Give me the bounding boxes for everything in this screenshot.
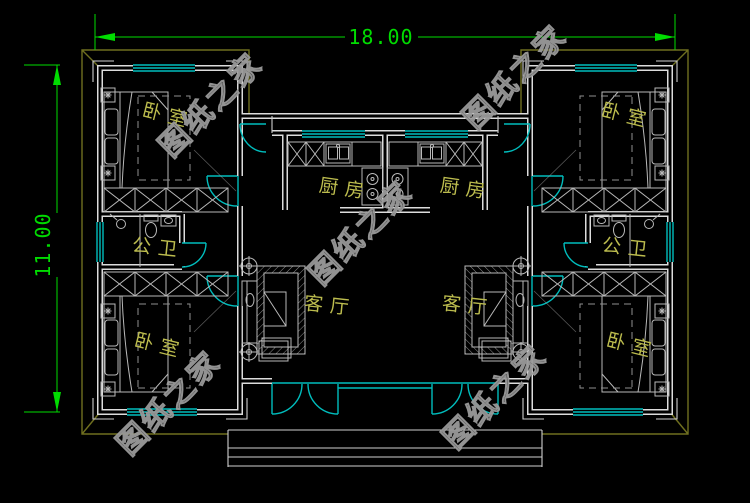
room-label-bedroom-tr: 卧室 [599, 99, 655, 133]
dimension-width-label: 18.00 [348, 25, 413, 49]
roof-outline [81, 49, 689, 435]
room-label-bathroom-right: 公卫 [601, 234, 655, 261]
dimension-left: 11.00 [24, 64, 61, 413]
porch-steps [227, 429, 543, 467]
room-label-kitchen-left: 厨房 [318, 174, 373, 203]
room-label-living-right: 客厅 [441, 292, 495, 319]
dimension-top: 18.00 [94, 14, 676, 50]
corner-brackets [92, 60, 678, 420]
room-label-bathroom-left: 公卫 [131, 234, 185, 261]
watermark-text: 图纸之家 [436, 338, 554, 456]
room-labels: 卧室 卧室 卧室 卧室 厨房 厨房 公卫 公卫 客厅 客厅 [131, 99, 660, 363]
dimension-height-label: 11.00 [31, 212, 55, 277]
room-label-bedroom-bl: 卧室 [132, 329, 188, 363]
room-label-living-left: 客厅 [303, 292, 357, 319]
